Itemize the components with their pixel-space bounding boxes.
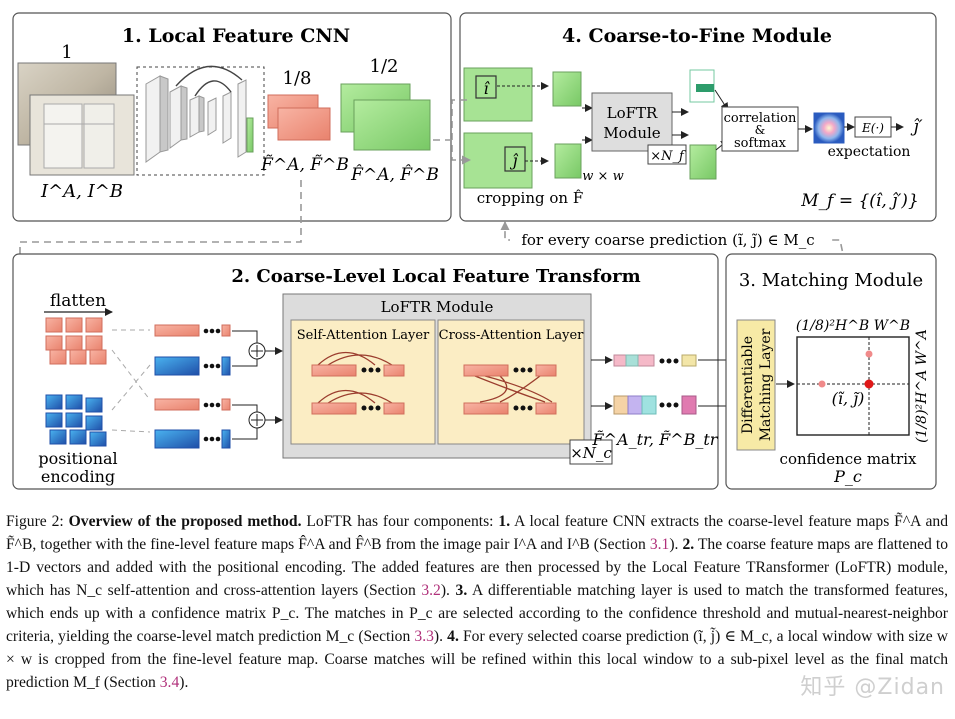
expectation-label: expectation (828, 144, 911, 160)
section-ref-3-4[interactable]: 3.4 (159, 674, 180, 691)
token-row-pe-a (154, 356, 231, 376)
match-point-selected (864, 379, 874, 389)
nc-repeat-label: ×N_c (570, 444, 612, 462)
confidence-matrix-label: confidence matrix (780, 450, 917, 468)
j-prime-label: ĵ′ (910, 117, 922, 137)
caption-step-2: 2. (682, 536, 695, 553)
figure-caption: Figure 2: Overview of the proposed metho… (6, 510, 948, 694)
cross-attention-label: Cross-Attention Layer (439, 328, 585, 343)
loftr-fine-line2: Module (603, 124, 660, 142)
panel4-title: 4. Coarse-to-Fine Module (562, 25, 832, 47)
caption-step-4: 4. (447, 628, 459, 645)
panel2-title: 2. Coarse-Level Local Feature Transform (231, 266, 640, 287)
method-overview-diagram: 1. Local Feature CNN 1 I^A, I^B 1/8 F̃^A… (12, 12, 937, 490)
cropping-label: cropping on F̂ (477, 189, 584, 207)
panel1-title: 1. Local Feature CNN (122, 25, 350, 47)
input-image-pair (17, 62, 135, 176)
right-axis-label: (1/8)²H^A W^A (914, 329, 930, 443)
heatmap-icon (813, 112, 845, 144)
corr-line2: & (755, 123, 766, 137)
correlation-softmax-box (721, 106, 799, 152)
section-ref-3-2[interactable]: 3.2 (421, 582, 441, 599)
i-hat-label: î (483, 79, 490, 98)
token-row-coarse-a (154, 324, 231, 337)
fine-to-crop-connector-2 (451, 99, 470, 140)
caption-text-1: LoFTR has four components: (306, 513, 494, 530)
scale-coarse-label: 1/8 (283, 68, 312, 89)
fine-transformed-b (689, 144, 717, 180)
match-point-dim-a (865, 350, 873, 358)
match-point-dim-b (818, 380, 826, 388)
diff-layer-line1: Differentiable (740, 336, 756, 434)
self-attention-layer (290, 319, 436, 445)
caption-text-2: A local feature CNN extracts the coarse-… (6, 513, 948, 553)
watermark: 知乎 @Zidan (800, 675, 945, 700)
fine-map-crop-b (463, 132, 533, 189)
match-point-label: (ĩ, j̃) (832, 389, 865, 408)
fine-feature-maps (340, 83, 431, 151)
corr-line3: softmax (734, 136, 787, 151)
for-every-prediction-label: for every coarse prediction (ĩ, j̃) ∈ M_… (521, 231, 814, 249)
scale-fine-label: 1/2 (370, 56, 399, 77)
caption-text-6: A differentiable matching layer is used … (6, 582, 948, 645)
loftr-module-fine (591, 92, 673, 152)
fine-map-crop-a (463, 67, 533, 122)
expectation-fn: E(·) (861, 121, 884, 135)
positional-encoding-line2: encoding (41, 467, 115, 486)
window-feature-a (552, 71, 582, 107)
nf-repeat-label: ×N_f (650, 149, 686, 164)
caption-text-9: ). (179, 674, 189, 691)
self-attention-tokens (311, 352, 405, 415)
caption-step-1: 1. (498, 513, 511, 530)
cnn-backbone-box (136, 66, 265, 176)
caption-step-3: 3. (455, 582, 468, 599)
scale-full-label: 1 (61, 42, 72, 63)
differentiable-matching-layer (736, 319, 776, 451)
flatten-connectors (111, 329, 151, 433)
token-row-pe-b (154, 429, 231, 449)
confidence-matrix-grid (796, 336, 910, 436)
nc-repeat-box (569, 439, 613, 465)
transformed-tokens-a (613, 354, 697, 367)
token-row-coarse-b (154, 398, 231, 411)
top-axis-label: (1/8)²H^B W^B (796, 318, 910, 334)
positional-encoding-line1: positional (38, 449, 117, 468)
confidence-symbol: P_c (833, 467, 862, 486)
transformed-tokens-b (613, 395, 697, 415)
panel3-title: 3. Matching Module (739, 270, 923, 291)
caption-text-4: The coarse feature maps are flattened to… (6, 536, 948, 599)
corr-line1: correlation (724, 111, 797, 126)
flatten-label: flatten (50, 291, 106, 311)
fine-transformed-a (689, 69, 715, 103)
coarse-grid-flatten (45, 317, 107, 365)
loftr-module-title: LoFTR Module (381, 298, 494, 316)
section-ref-3-1[interactable]: 3.1 (649, 536, 670, 553)
positional-encoding-grid (45, 394, 107, 447)
input-pair-label: I^A, I^B (40, 181, 123, 202)
cross-attention-layer (437, 319, 585, 445)
diff-layer-line2: Matching Layer (758, 328, 774, 441)
coarse-feature-maps (267, 94, 331, 141)
caption-text-7: ). (433, 628, 444, 645)
caption-text-8: For every selected coarse prediction (ĩ,… (6, 628, 948, 691)
caption-text-3: ). (669, 536, 679, 553)
section-ref-3-3[interactable]: 3.3 (414, 628, 434, 645)
cnn-backbone-layers (145, 65, 254, 163)
self-attention-label: Self-Attention Layer (297, 328, 430, 343)
cross-attention-tokens (463, 364, 557, 415)
window-size-label: w × w (582, 169, 623, 184)
final-matches-label: M_f = {(î, ĵ′)} (800, 191, 919, 211)
coarse-to-transform-connector (19, 180, 302, 328)
figure-number: Figure 2: (6, 513, 64, 530)
coarse-feature-label: F̃^A, F̃^B (260, 155, 349, 175)
window-feature-b (554, 143, 582, 179)
fine-to-crop-connector (433, 139, 471, 165)
caption-text-5: ). (440, 582, 450, 599)
j-hat-label: ĵ (510, 151, 519, 170)
nf-repeat-box (647, 144, 687, 165)
loftr-fine-line1: LoFTR (607, 104, 658, 122)
transformed-features-label: F̃^A_tr, F̃^B_tr (592, 430, 719, 449)
fine-feature-label: F̂^A, F̂^B (350, 165, 439, 185)
caption-title: Overview of the proposed method. (68, 513, 302, 530)
